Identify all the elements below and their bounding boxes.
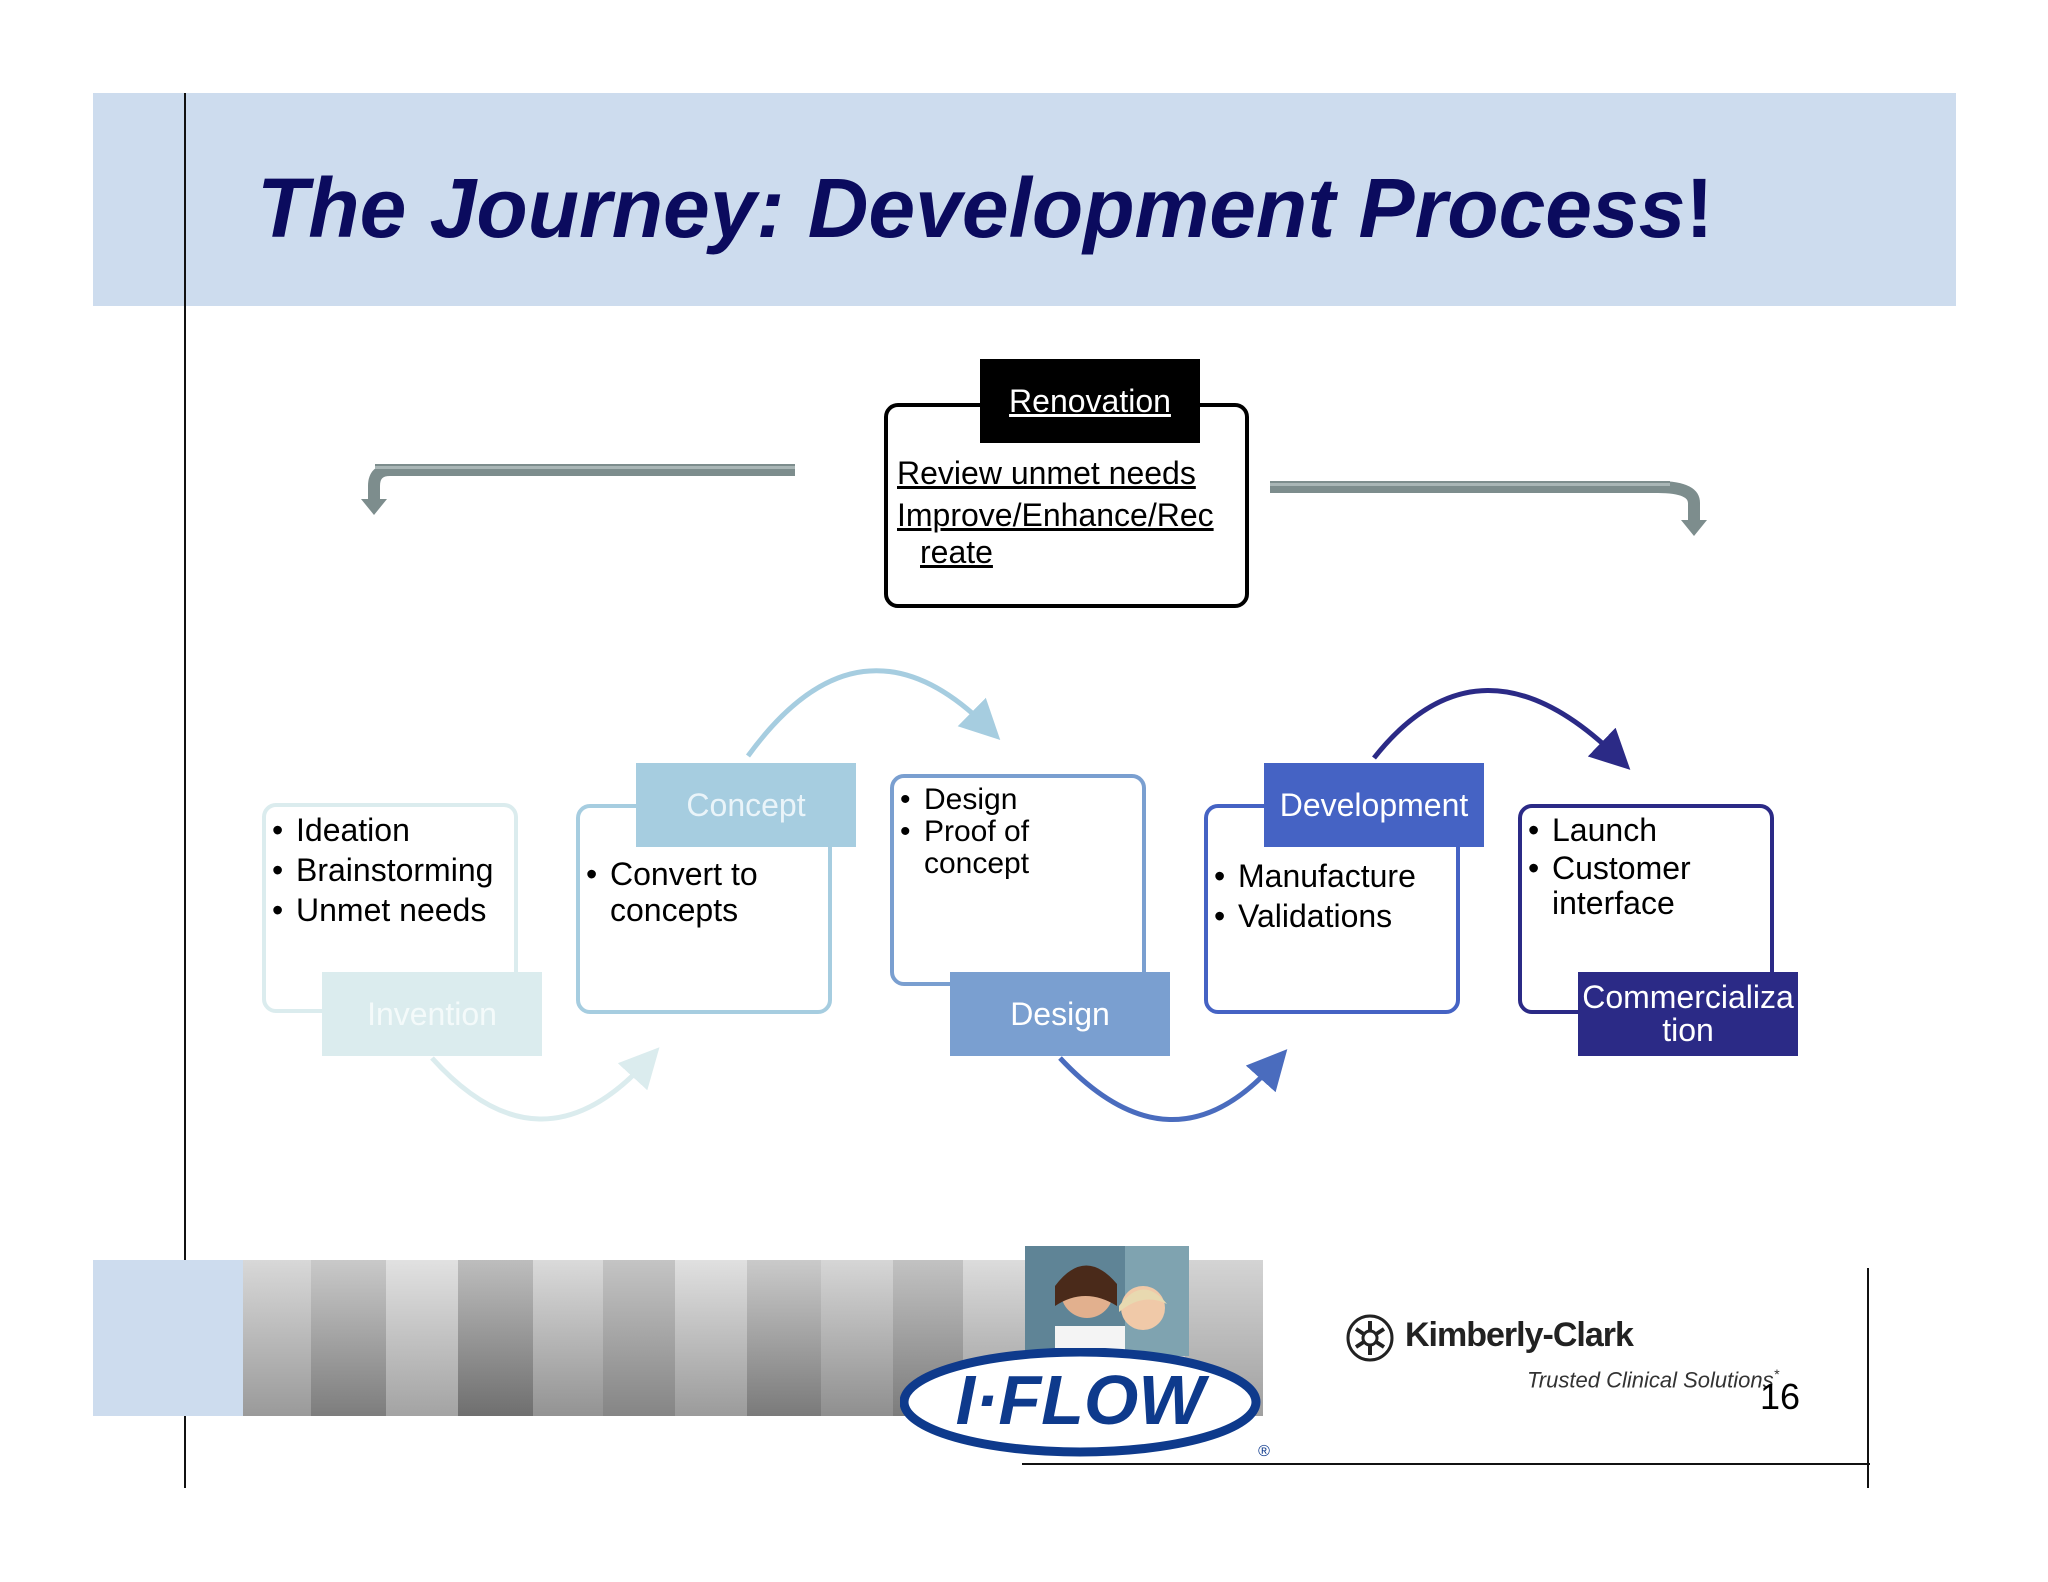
commercialization-tab-line-1: Commercializa xyxy=(1582,979,1794,1015)
connector-development-commercialization xyxy=(1372,688,1631,770)
development-tab: Development xyxy=(1264,763,1484,847)
connector-design-development xyxy=(1058,1049,1288,1122)
kimberly-clark-emblem-icon xyxy=(1346,1314,1394,1362)
concept-tab: Concept xyxy=(636,763,856,847)
commercialization-tab: Commercializa tion xyxy=(1578,972,1798,1056)
footer-horizontal-rule xyxy=(1022,1463,1870,1465)
footer-band xyxy=(93,1260,243,1416)
concept-bullets: Convert to concepts xyxy=(586,856,758,928)
left-vertical-rule xyxy=(184,93,186,1488)
header-band xyxy=(93,93,1956,306)
renovation-line-2: Improve/Enhance/Rec xyxy=(897,497,1214,533)
commercialization-tab-line-2: tion xyxy=(1662,1012,1714,1048)
concept-bullet-1-cont: concepts xyxy=(610,892,739,928)
kimberly-clark-tagline: Trusted Clinical Solutions* xyxy=(1527,1366,1779,1393)
commercialization-bullet-2: Customer xyxy=(1528,850,1691,886)
design-bullets: Design Proof of concept xyxy=(900,784,1029,880)
renovation-label: Renovation xyxy=(980,359,1200,443)
design-tab: Design xyxy=(950,972,1170,1056)
slide-title-exclamation: ! xyxy=(1685,161,1714,255)
concept-bullet-1: Convert to xyxy=(586,856,758,892)
design-bullet-1: Design xyxy=(900,784,1029,817)
invention-bullet-2: Brainstorming xyxy=(272,850,493,890)
invention-bullet-1: Ideation xyxy=(272,810,493,850)
right-return-arrow xyxy=(1270,481,1707,536)
invention-bullets: Ideation Brainstorming Unmet needs xyxy=(272,810,493,930)
invention-bullet-3: Unmet needs xyxy=(272,890,493,930)
design-bullet-2-cont: concept xyxy=(924,847,1030,880)
connector-invention-concept xyxy=(430,1047,660,1122)
commercialization-bullet-1: Launch xyxy=(1528,810,1691,850)
left-return-arrow xyxy=(361,464,795,515)
footer-vertical-rule xyxy=(1867,1268,1869,1488)
renovation-line-3: reate xyxy=(920,534,993,570)
page-number: 16 xyxy=(1760,1376,1801,1417)
iflow-logo-text: I·FLOW xyxy=(956,1361,1211,1439)
slide-title: The Journey: Development Process! xyxy=(257,160,1713,257)
development-bullet-1: Manufacture xyxy=(1214,856,1416,896)
development-bullet-2: Validations xyxy=(1214,896,1416,936)
iflow-registered-mark: ® xyxy=(1258,1443,1270,1458)
commercialization-bullets: Launch Customer interface xyxy=(1528,810,1691,920)
renovation-line-1: Review unmet needs xyxy=(897,455,1196,491)
slide-title-text: The Journey: Development Process xyxy=(257,161,1686,255)
tagline-mark: * xyxy=(1773,1366,1780,1382)
nurse-patient-photo xyxy=(1025,1246,1189,1356)
commercialization-bullet-2-cont: interface xyxy=(1552,885,1675,921)
iflow-logo: I·FLOW ® xyxy=(900,1348,1270,1458)
kimberly-clark-name: Kimberly-Clark xyxy=(1405,1316,1634,1354)
design-bullet-2: Proof of xyxy=(900,816,1029,849)
invention-tab: Invention xyxy=(322,972,542,1056)
connector-concept-design xyxy=(745,668,1001,758)
tagline-text: Trusted Clinical Solutions xyxy=(1527,1367,1774,1393)
development-bullets: Manufacture Validations xyxy=(1214,856,1416,936)
